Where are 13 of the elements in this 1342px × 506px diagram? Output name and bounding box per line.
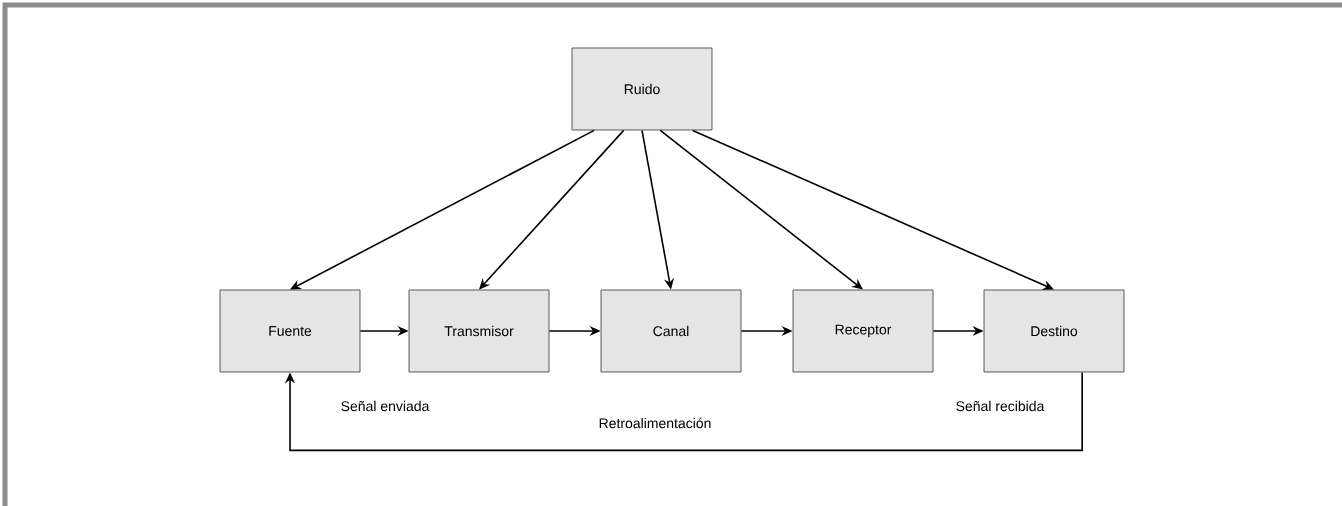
- arrow: [284, 371, 1083, 452]
- process-box: Ruido: [571, 47, 713, 131]
- process-box: Fuente: [219, 289, 361, 373]
- signal-label: Señal recibida: [956, 400, 1045, 412]
- arrow: [290, 129, 595, 290]
- signal-label: Señal enviada: [341, 400, 430, 412]
- process-box: Canal: [600, 289, 742, 373]
- arrow: [691, 129, 1054, 290]
- process-box: Destino: [983, 289, 1125, 373]
- arrow: [659, 129, 863, 290]
- edge-label: Retroalimentación: [597, 416, 713, 430]
- process-box: Transmisor: [408, 289, 550, 373]
- process-box: Receptor: [792, 289, 934, 373]
